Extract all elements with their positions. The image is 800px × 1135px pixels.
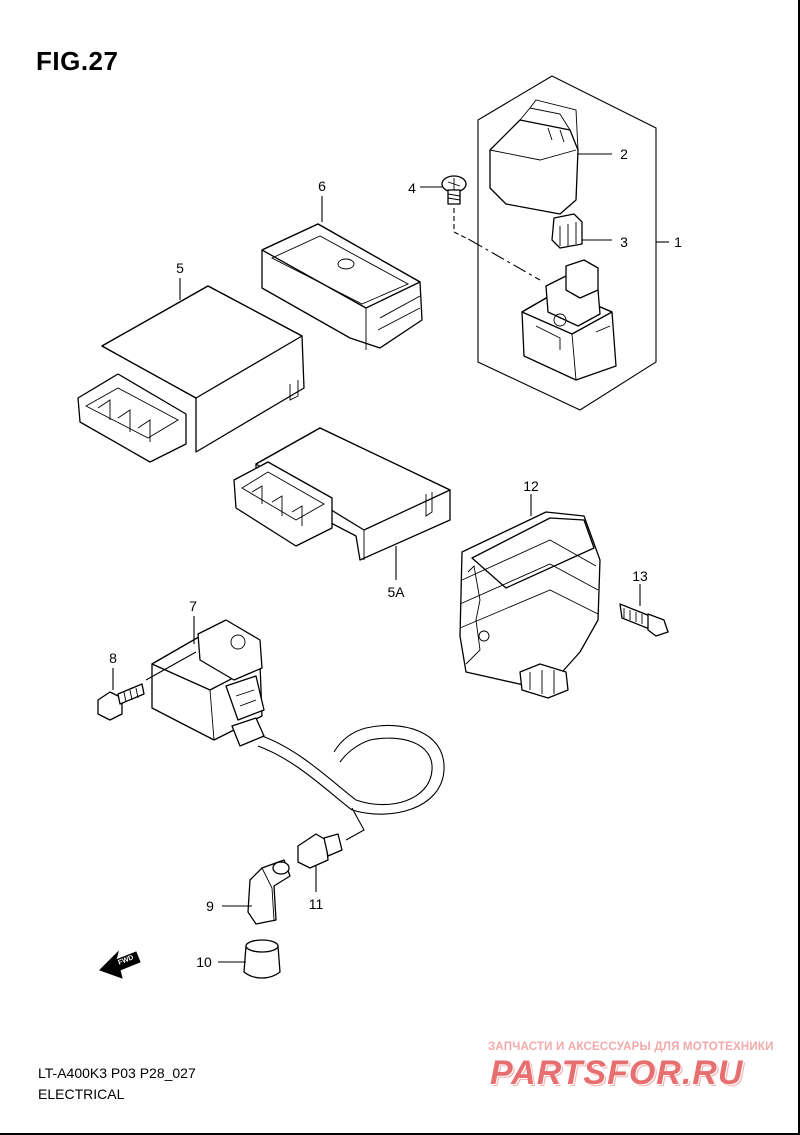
callout-6: 6 [318,178,326,194]
unit-cover [261,196,423,350]
callout-9: 9 [206,898,214,914]
spark-plug-cap [222,859,291,925]
callout-10: 10 [196,954,212,970]
plug-cap-end [297,833,343,892]
figure-title: FIG.27 [36,46,119,76]
callout-2: 2 [620,146,628,162]
callout-12: 12 [523,478,539,494]
relay-screw [420,175,541,281]
section-name: ELECTRICAL [38,1086,125,1102]
relay-cover [489,99,612,215]
starter-relay [521,259,617,381]
ecu-unit [77,278,305,463]
relay-assembly-outline [477,75,657,411]
high-tension-lead [231,717,445,841]
callout-3: 3 [620,234,628,250]
callout-11: 11 [308,896,324,912]
fuse [551,213,612,249]
regulator-bolt [619,584,669,637]
callout-4: 4 [408,180,416,196]
forward-arrow-icon [99,950,141,979]
coil-bolt [97,668,145,721]
callout-8: 8 [109,650,117,666]
watermark-logo: PARTSFOR.RU [490,1054,744,1092]
callout-5: 5 [176,260,184,276]
regulator-rectifier [459,494,601,699]
watermark-caption: ЗАПЧАСТИ И АКСЕССУАРЫ ДЛЯ МОТОТЕХНИКИ [488,1041,774,1053]
callout-5a: 5A [387,584,405,600]
ignition-coil [145,616,265,741]
callout-1: 1 [674,234,682,250]
ecu-unit-5a [233,427,451,580]
rubber-boot [218,939,281,979]
callout-13: 13 [632,568,648,584]
model-code: LT-A400K3 P03 P28_027 [38,1065,196,1081]
callout-7: 7 [189,598,197,614]
